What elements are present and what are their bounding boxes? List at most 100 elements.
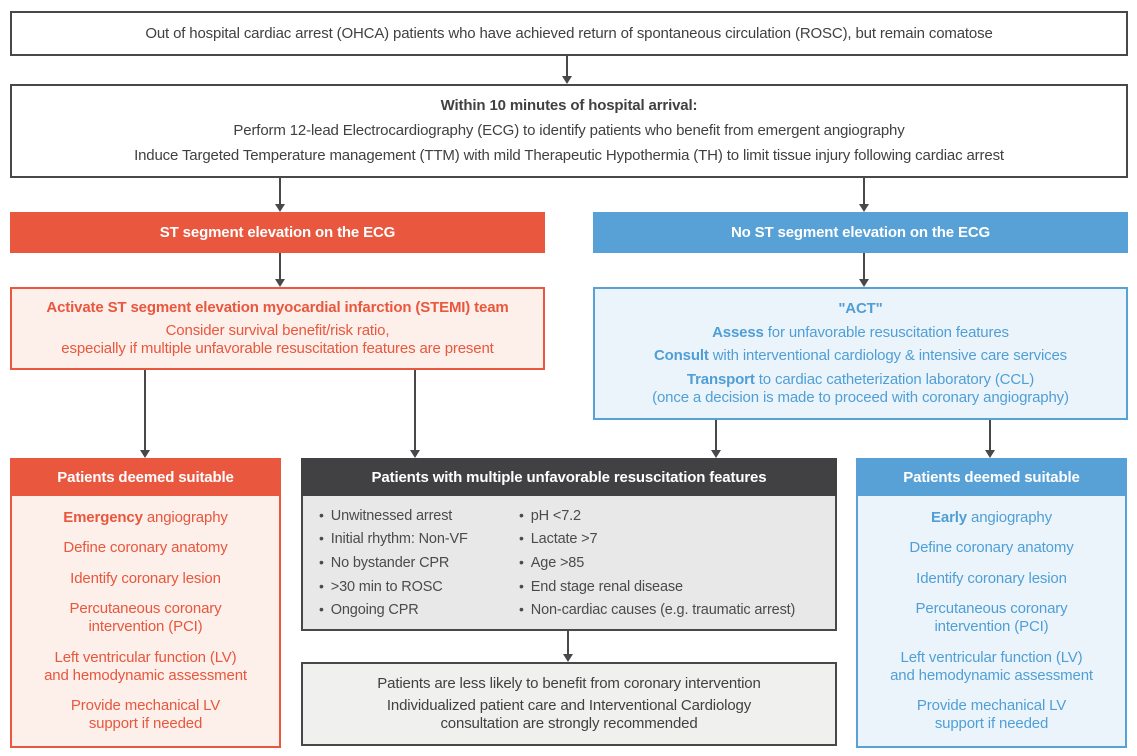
flow-arrow-nost-to-act (858, 253, 870, 287)
bullet-icon: • (519, 530, 524, 547)
st-elevation-header-label: ST segment elevation on the ECG (159, 224, 396, 241)
list-item-bold: Early (931, 508, 967, 526)
st-elevation-header: ST segment elevation on the ECG (10, 212, 545, 253)
act-consult-rest: with interventional cardiology & intensi… (708, 347, 1068, 365)
list-item-line: intervention (PCI) (934, 618, 1049, 636)
flow-arrow-arrival-to-st (274, 178, 286, 212)
flow-arrow-stemi-to-suitable (139, 370, 151, 458)
list-item-bold: Emergency (63, 508, 143, 526)
list-item-line: and hemodynamic assessment (890, 666, 1093, 684)
suitable-blue-list: Early angiography Define coronary anatom… (856, 496, 1127, 748)
ohca-description-text: Out of hospital cardiac arrest (OHCA) pa… (145, 24, 993, 42)
act-step-consult: Consult with interventional cardiology &… (654, 347, 1067, 365)
flow-arrow-unfavorable-to-outcome (562, 631, 574, 662)
bullet-text: Lactate >7 (530, 531, 598, 548)
list-item-line: Percutaneous coronary (915, 600, 1068, 618)
list-item: Emergency angiography (63, 508, 228, 527)
list-item-line: Left ventricular function (LV) (900, 648, 1083, 666)
list-item: Provide mechanical LV support if needed (917, 697, 1066, 733)
bullet-text: Non-cardiac causes (e.g. traumatic arres… (530, 602, 796, 619)
bullet-item: • Lactate >7 (519, 530, 598, 548)
bullet-text: >30 min to ROSC (330, 578, 443, 595)
suitable-red-header: Patients deemed suitable (10, 458, 281, 496)
no-st-elevation-header: No ST segment elevation on the ECG (593, 212, 1128, 253)
suitable-blue-header-label: Patients deemed suitable (903, 468, 1080, 486)
outcome-line-individualized: Individualized patient care and Interven… (387, 697, 751, 733)
bullet-item: • Unwitnessed arrest (319, 507, 452, 524)
bullet-icon: • (319, 506, 324, 523)
bullet-icon: • (319, 601, 324, 618)
list-item: Identify coronary lesion (70, 569, 221, 587)
flow-arrow-stemi-to-unfavorable (409, 370, 421, 458)
bullet-icon: • (519, 577, 524, 594)
suitable-red-list: Emergency angiography Define coronary an… (10, 496, 281, 748)
unfavorable-header: Patients with multiple unfavorable resus… (301, 458, 837, 496)
flow-arrow-top-to-arrival (561, 56, 573, 84)
no-st-elevation-header-label: No ST segment elevation on the ECG (730, 224, 991, 241)
stemi-line-activate: Activate ST segment elevation myocardial… (46, 299, 509, 317)
bullet-icon: • (319, 530, 324, 547)
list-item-line: Provide mechanical LV (916, 697, 1067, 715)
list-item-line: Percutaneous coronary (69, 600, 222, 618)
list-item-line: and hemodynamic assessment (44, 666, 247, 684)
list-item: Define coronary anatomy (909, 539, 1074, 557)
unfavorable-col2: •pH <7.2 • Lactate >7 • Age >85 • End stage… (519, 500, 827, 625)
list-item-line: intervention (PCI) (88, 618, 203, 636)
bullet-text: Ongoing CPR (330, 602, 419, 619)
list-item: Percutaneous coronary intervention (PCI) (916, 600, 1068, 636)
bullet-text: Unwitnessed arrest (330, 507, 453, 524)
bullet-text: End stage renal disease (530, 578, 683, 595)
list-item-rest: angiography (142, 508, 228, 526)
list-item: Define coronary anatomy (63, 539, 228, 557)
unfavorable-header-label: Patients with multiple unfavorable resus… (371, 468, 767, 486)
bullet-icon: • (519, 553, 524, 570)
bullet-item: •pH <7.2 (519, 507, 581, 524)
outcome-box: Patients are less likely to benefit from… (301, 662, 837, 746)
unfavorable-list: • Unwitnessed arrest • Initial rhythm: Non… (301, 496, 837, 631)
list-item: Identify coronary lesion (916, 569, 1067, 587)
bullet-item: • Initial rhythm: Non-VF (319, 530, 468, 547)
bullet-item: •>30 min to ROSC (319, 578, 443, 595)
act-step-assess: Assess for unfavorable resuscitation fea… (712, 324, 1009, 342)
list-item: Left ventricular function (LV) and hemod… (890, 649, 1093, 685)
act-title: "ACT" (838, 300, 883, 318)
arrival-line-ecg: Perform 12-lead Electrocardiography (ECG… (233, 122, 905, 139)
list-item-rest: angiography (967, 508, 1052, 526)
outcome-line-a: Individualized patient care and Interven… (386, 697, 752, 715)
list-item-line: support if needed (934, 715, 1049, 733)
suitable-red-header-label: Patients deemed suitable (57, 468, 234, 486)
ohca-description-box: Out of hospital cardiac arrest (OHCA) pa… (10, 11, 1128, 56)
flow-arrow-st-to-stemi (274, 253, 286, 287)
list-item: Provide mechanical LV support if needed (71, 697, 220, 733)
list-item-line: support if needed (88, 715, 203, 733)
flow-arrow-act-to-unfavorable (710, 420, 722, 458)
bullet-item: • Ongoing CPR (319, 601, 419, 618)
act-assess-rest: for unfavorable resuscitation features (763, 323, 1009, 341)
flow-arrow-act-to-suitable (984, 420, 996, 458)
list-item-line: Provide mechanical LV (70, 697, 221, 715)
bullet-icon: • (319, 553, 324, 570)
stemi-team-box: Activate ST segment elevation myocardial… (10, 287, 545, 370)
act-step-transport: Transport to cardiac catheterization lab… (652, 371, 1069, 407)
act-box: "ACT" Assess for unfavorable resuscitati… (593, 287, 1128, 420)
stemi-consider-text: Consider survival benefit/risk ratio, (165, 321, 390, 339)
unfavorable-col1: • Unwitnessed arrest • Initial rhythm: Non… (319, 500, 515, 625)
act-assess-bold: Assess (712, 323, 764, 341)
bullet-icon: • (519, 601, 524, 618)
outcome-line-b: consultation are strongly recommended (440, 715, 698, 733)
bullet-item: • Age >85 (519, 554, 584, 571)
list-item-line: Left ventricular function (LV) (54, 648, 237, 666)
arrival-line-ttm: Induce Targeted Temperature management (… (134, 147, 1004, 164)
act-transport-bold: Transport (686, 370, 755, 388)
act-transport-rest: to cardiac catheterization laboratory (C… (754, 370, 1035, 388)
act-consult-bold: Consult (653, 347, 709, 365)
suitable-blue-panel: Patients deemed suitable Early angiograp… (856, 458, 1127, 748)
act-transport-line: Transport to cardiac catheterization lab… (652, 371, 1069, 389)
bullet-item: • End stage renal disease (519, 578, 683, 595)
stemi-line-consider: Consider survival benefit/risk ratio, es… (61, 321, 494, 358)
list-item: Early angiography (931, 509, 1052, 527)
bullet-text: Initial rhythm: Non-VF (330, 531, 468, 548)
bullet-item: •No bystander CPR (319, 554, 449, 571)
bullet-text: Age >85 (530, 554, 585, 571)
